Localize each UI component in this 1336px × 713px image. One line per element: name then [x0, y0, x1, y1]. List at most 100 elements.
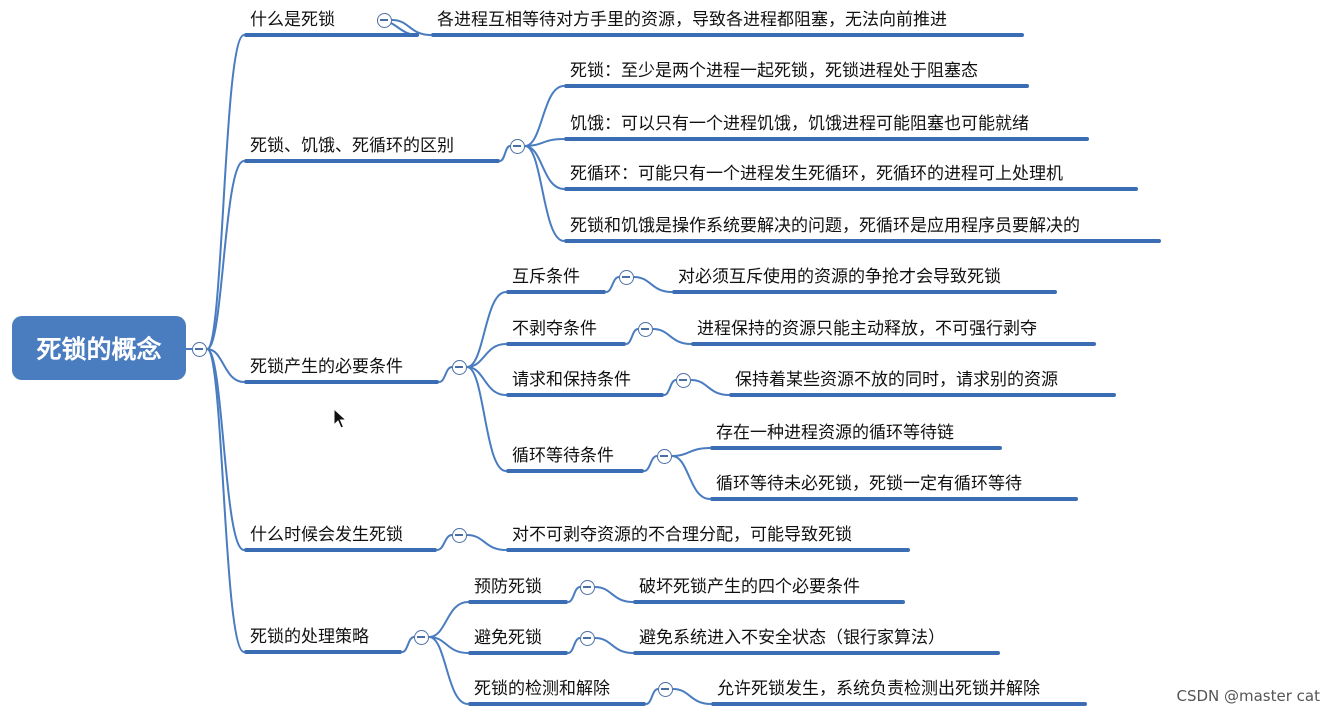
branch-3-underline: [244, 548, 437, 552]
branch-4-sub-2[interactable]: 死锁的检测和解除: [474, 679, 610, 699]
connector-22: [671, 447, 711, 457]
connector-4: [499, 145, 511, 162]
mouse-pointer-icon: [333, 408, 347, 429]
branch-2-sub-3-leaf-1-underline: [710, 497, 1078, 501]
branch-2-sub-2-underline: [506, 393, 664, 397]
branch-0-leaf-0[interactable]: 各进程互相等待对方手里的资源，导致各进程都阻塞，无法向前推进: [437, 10, 947, 30]
connector-0: [206, 34, 245, 350]
branch-0-collapse-icon[interactable]: [376, 12, 392, 28]
branch-2-sub-3[interactable]: 循环等待条件: [512, 446, 614, 466]
connector-8: [524, 145, 565, 242]
connector-15: [625, 328, 639, 345]
connector-28: [401, 636, 415, 653]
branch-4-sub-2-underline: [468, 702, 646, 706]
branch-2[interactable]: 死锁产生的必要条件: [250, 357, 403, 377]
connector-5: [524, 85, 565, 147]
connector-27: [206, 348, 245, 653]
connector-37: [672, 688, 712, 705]
branch-2-sub-3-collapse-icon[interactable]: [656, 448, 672, 464]
branch-4[interactable]: 死锁的处理策略: [250, 627, 369, 647]
connector-26: [466, 534, 507, 551]
branch-4-sub-0-underline: [468, 600, 568, 604]
branch-1[interactable]: 死锁、饥饿、死循环的区别: [250, 136, 454, 156]
branch-2-sub-2-leaf-0-underline: [729, 393, 1116, 397]
connector-7: [524, 145, 565, 190]
branch-4-sub-1-underline: [468, 651, 568, 655]
connector-29: [428, 601, 469, 638]
branch-0[interactable]: 什么是死锁: [250, 10, 335, 30]
branch-2-sub-1-leaf-0-underline: [691, 342, 1096, 346]
connector-36: [645, 688, 659, 705]
branch-1-leaf-3-underline: [564, 239, 1161, 243]
branch-2-sub-1-collapse-icon[interactable]: [637, 321, 653, 337]
branch-2-sub-2-leaf-0[interactable]: 保持着某些资源不放的同时，请求别的资源: [735, 370, 1058, 390]
connector-9: [206, 348, 245, 383]
connector-35: [428, 636, 469, 705]
connector-16: [652, 328, 692, 345]
branch-3-collapse-icon[interactable]: [451, 527, 467, 543]
branch-2-sub-2-collapse-icon[interactable]: [675, 372, 691, 388]
connector-33: [567, 637, 581, 654]
branch-4-sub-2-leaf-0-underline: [711, 702, 1087, 706]
connector-2: [391, 19, 432, 36]
branch-2-sub-2[interactable]: 请求和保持条件: [512, 370, 631, 390]
branch-4-sub-0-collapse-icon[interactable]: [579, 579, 595, 595]
connector-34: [594, 637, 634, 654]
branch-3[interactable]: 什么时候会发生死锁: [250, 525, 403, 545]
branch-2-sub-1-leaf-0[interactable]: 进程保持的资源只能主动释放，不可强行剥夺: [697, 319, 1037, 339]
mindmap-root-node[interactable]: 死锁的概念: [12, 316, 186, 380]
watermark: CSDN @master cat: [1176, 687, 1320, 705]
branch-2-sub-3-leaf-0[interactable]: 存在一种进程资源的循环等待链: [716, 423, 954, 443]
branch-4-sub-1[interactable]: 避免死锁: [474, 628, 542, 648]
connector-25: [436, 534, 453, 551]
branch-1-leaf-0[interactable]: 死锁：至少是两个进程一起死锁，死锁进程处于阻塞态: [570, 61, 978, 81]
branch-1-leaf-3[interactable]: 死锁和饥饿是操作系统要解决的问题，死循环是应用程序员要解决的: [570, 216, 1080, 236]
branch-4-sub-0-leaf-0-underline: [633, 600, 905, 604]
connector-19: [690, 379, 730, 396]
branch-3-leaf-0[interactable]: 对不可剥夺资源的不合理分配，可能导致死锁: [512, 525, 852, 545]
branch-2-sub-1[interactable]: 不剥夺条件: [512, 319, 597, 339]
branch-1-collapse-icon[interactable]: [509, 138, 525, 154]
connector-20: [466, 366, 507, 472]
branch-4-collapse-icon[interactable]: [413, 629, 429, 645]
connector-17: [466, 366, 507, 396]
branch-2-sub-0-underline: [506, 290, 606, 294]
branch-0-underline: [244, 33, 419, 37]
branch-2-sub-3-underline: [506, 469, 644, 473]
branch-0-leaf-0-underline: [431, 33, 1024, 37]
branch-2-collapse-icon[interactable]: [451, 359, 467, 375]
branch-4-sub-1-collapse-icon[interactable]: [579, 630, 595, 646]
connector-31: [594, 586, 634, 603]
branch-4-sub-0[interactable]: 预防死锁: [474, 577, 542, 597]
branch-2-sub-3-leaf-0-underline: [710, 446, 1002, 450]
branch-1-leaf-1[interactable]: 饥饿：可以只有一个进程饥饿，饥饿进程可能阻塞也可能就绪: [570, 114, 1029, 134]
branch-3-leaf-0-underline: [506, 548, 910, 552]
branch-2-underline: [244, 380, 439, 384]
branch-1-leaf-1-underline: [564, 137, 1089, 141]
branch-4-sub-0-leaf-0[interactable]: 破坏死锁产生的四个必要条件: [639, 577, 860, 597]
branch-4-sub-2-collapse-icon[interactable]: [657, 681, 673, 697]
connector-12: [605, 276, 620, 293]
connector-21: [643, 455, 658, 472]
branch-2-sub-0[interactable]: 互斥条件: [512, 267, 580, 287]
connector-11: [466, 291, 507, 368]
connector-10: [438, 366, 453, 383]
branch-4-sub-2-leaf-0[interactable]: 允许死锁发生，系统负责检测出死锁并解除: [717, 679, 1040, 699]
root-collapse-icon[interactable]: [191, 341, 207, 357]
branch-1-leaf-0-underline: [564, 84, 1029, 88]
connector-13: [633, 276, 673, 293]
connector-24: [206, 348, 245, 551]
root-label: 死锁的概念: [36, 335, 162, 364]
branch-2-sub-3-leaf-1[interactable]: 循环等待未必死锁，死锁一定有循环等待: [716, 474, 1022, 494]
branch-2-sub-0-collapse-icon[interactable]: [618, 269, 634, 285]
branch-1-leaf-2[interactable]: 死循环：可能只有一个进程发生死循环，死循环的进程可上处理机: [570, 164, 1063, 184]
branch-4-sub-1-leaf-0[interactable]: 避免系统进入不安全状态（银行家算法）: [639, 628, 945, 648]
connector-3: [206, 160, 245, 350]
branch-2-sub-0-leaf-0[interactable]: 对必须互斥使用的资源的争抢才会导致死锁: [678, 267, 1001, 287]
branch-1-underline: [244, 159, 500, 163]
connector-18: [663, 379, 677, 396]
branch-2-sub-1-underline: [506, 342, 626, 346]
connector-14: [466, 343, 507, 368]
